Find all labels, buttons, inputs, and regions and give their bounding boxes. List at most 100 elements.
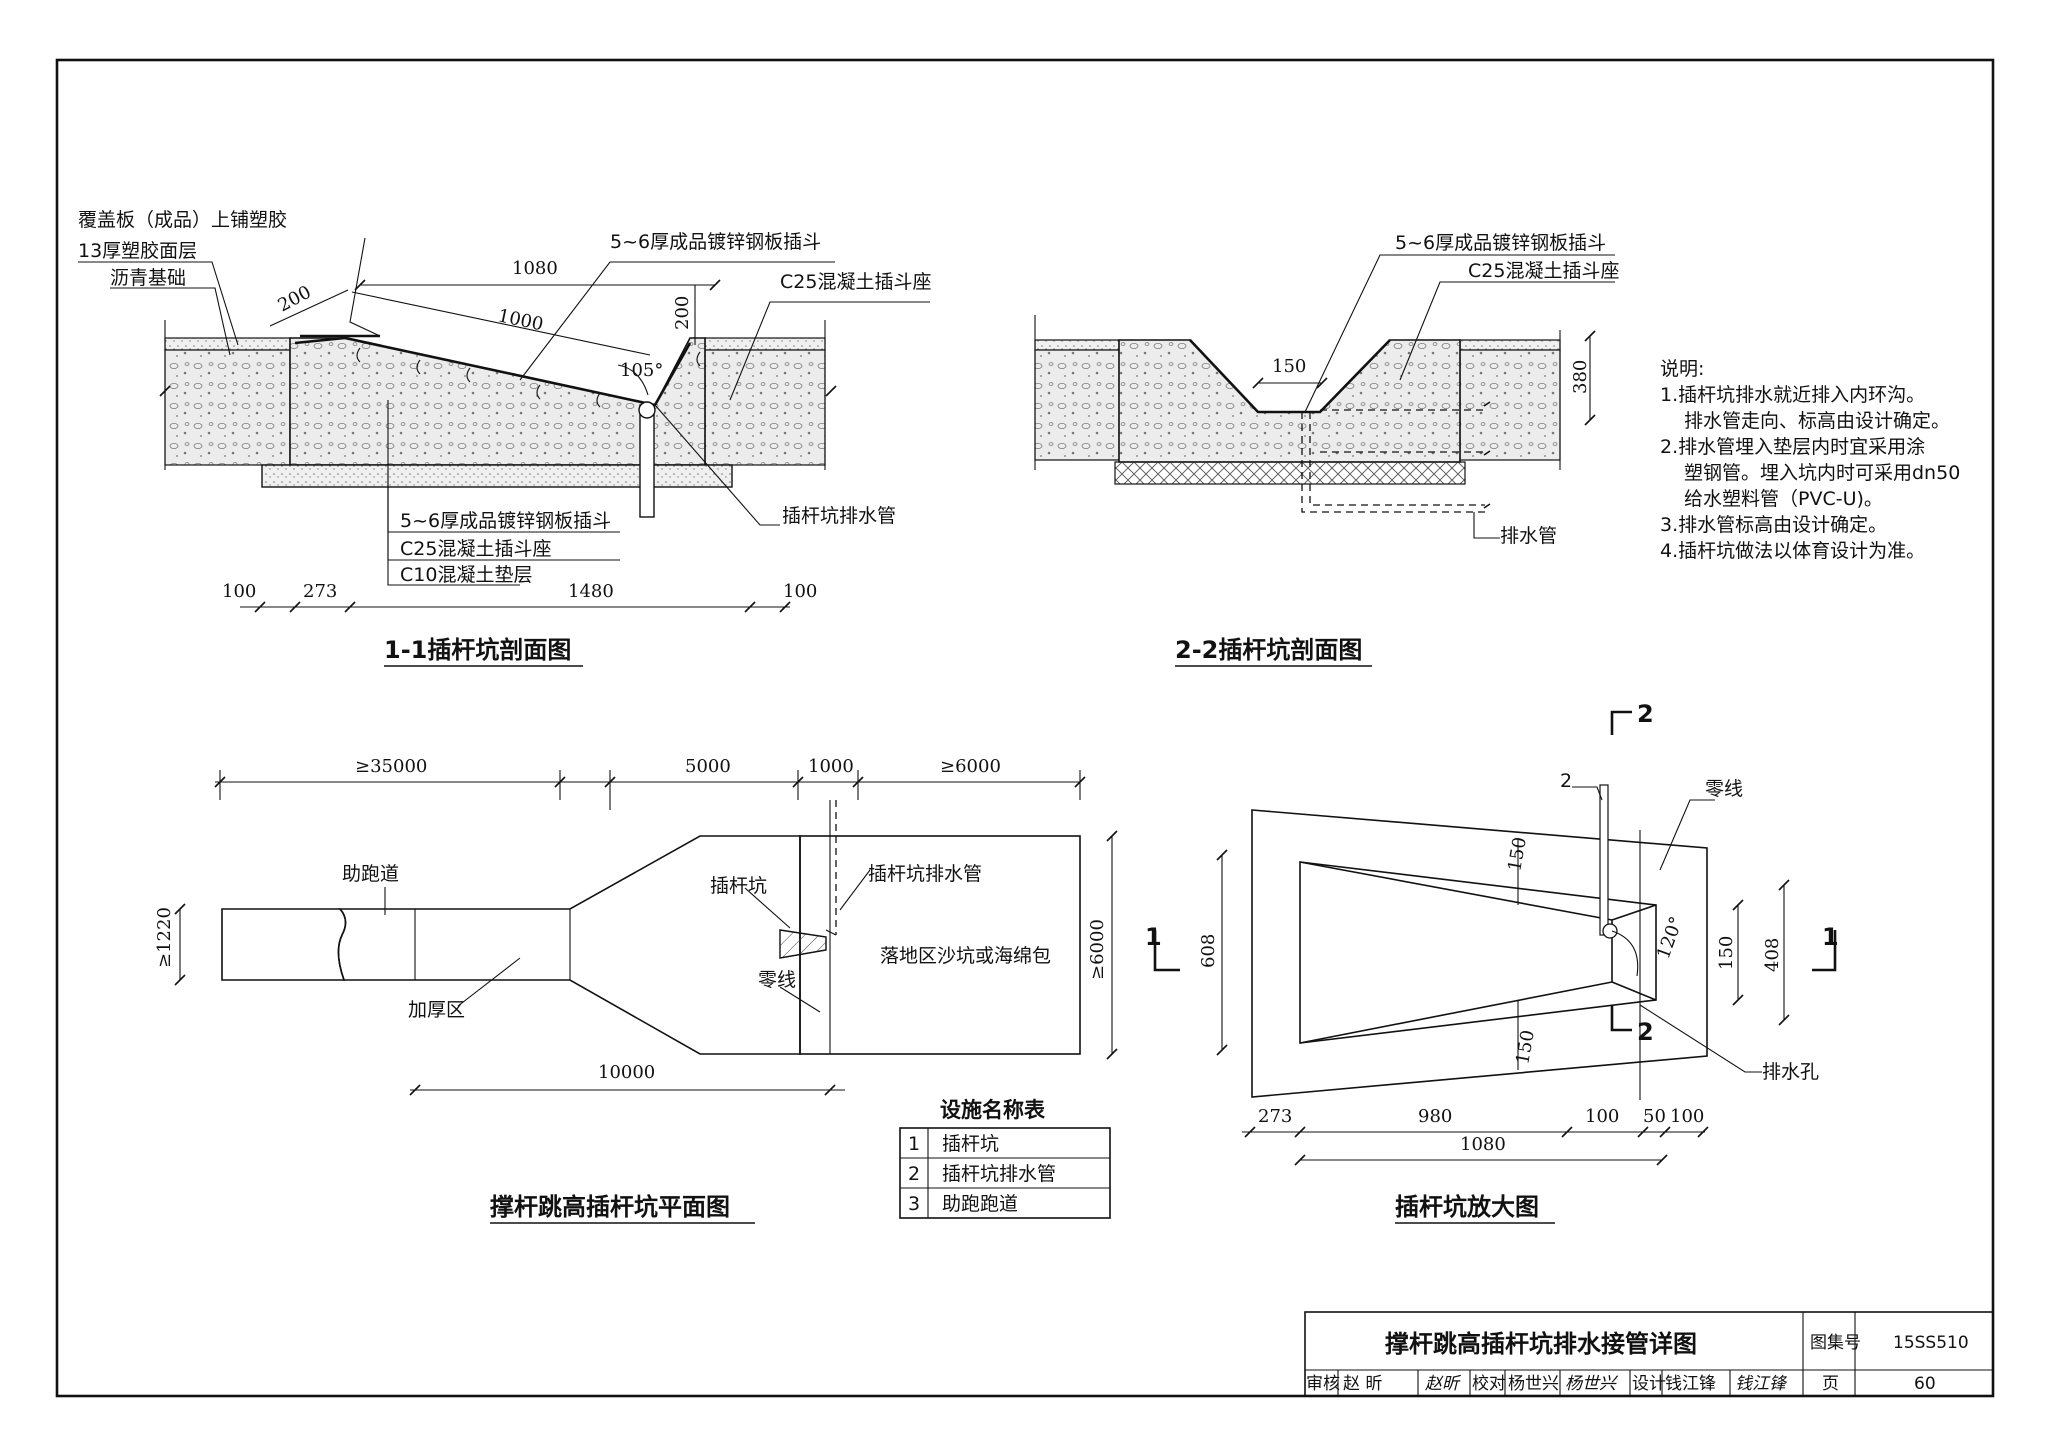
pole-box: [779, 929, 827, 959]
dim-6000-top: ≥6000: [940, 756, 1001, 777]
enlarged-outer-outline: [1251, 809, 1708, 1098]
label-c25-bottom: C25混凝土插斗座: [400, 538, 551, 560]
review-signature: 赵昕: [1425, 1374, 1462, 1394]
sheet-title: 撑杆跳高插杆坑排水接管详图: [1385, 1330, 1697, 1358]
steel-hopper: [294, 336, 692, 407]
drain-pipe-1-1: [639, 404, 655, 518]
section-1-1: 覆盖板（成品）上铺塑胶 13厚塑胶面层 沥青基础 5~6厚成品镀锌钢板插斗 C2…: [78, 209, 931, 667]
dim-200a: 200: [274, 282, 314, 317]
label-drain-2: 排水管: [1500, 525, 1557, 547]
drain-pipe-2: [1309, 412, 1485, 506]
legend-row-2-no: 2: [908, 1163, 920, 1185]
notes-heading: 说明:: [1660, 358, 1704, 380]
note-line-1: 1.插杆坑排水就近排入内环沟。: [1660, 384, 1925, 406]
dim-enl-50: 50: [1643, 1106, 1666, 1127]
label-sec2-small: 2: [1560, 770, 1572, 792]
enlarged-drain-hole: [1602, 923, 1618, 939]
label-drain-plan: 插杆坑排水管: [868, 863, 982, 885]
dim-b100a: 100: [222, 581, 256, 602]
drain-hole-1-1: [638, 401, 656, 419]
label-c25-2: C25混凝土插斗座: [1468, 260, 1619, 282]
label-landing: 落地区沙坑或海绵包: [880, 945, 1051, 967]
dim-380: 380: [1570, 360, 1591, 394]
note-line-6: 3.排水管标高由设计确定。: [1660, 514, 1887, 536]
note-line-2: 排水管走向、标高由设计确定。: [1684, 410, 1950, 432]
label-zero-enlarged: 零线: [1705, 778, 1743, 800]
legend-row-3-no: 3: [908, 1193, 920, 1215]
dim-150-top: 150: [1504, 835, 1531, 872]
label-hopper-top: 5~6厚成品镀锌钢板插斗: [610, 231, 821, 253]
legend-table: 设施名称表 1 插杆坑 2 插杆坑排水管 3 助跑跑道: [899, 1098, 1111, 1219]
label-hopper-2: 5~6厚成品镀锌钢板插斗: [1395, 232, 1606, 254]
dim-35000: ≥35000: [355, 756, 427, 777]
section-mark-2-top: [1610, 710, 1632, 735]
section-2-2: 5~6厚成品镀锌钢板插斗 C25混凝土插斗座 排水管 150 380 2-2插杆…: [1034, 232, 1619, 667]
title-enlarged: 插杆坑放大图: [1395, 1193, 1539, 1221]
steel-hopper-2: [1189, 339, 1391, 414]
label-asphalt: 沥青基础: [110, 267, 186, 289]
label-drain-pipe: 插杆坑排水管: [782, 505, 896, 527]
thickening-zone-outline: [337, 835, 801, 1055]
section-mark-1-left: [1153, 930, 1180, 972]
legend-row-2-name: 插杆坑排水管: [942, 1163, 1056, 1185]
label-thick-zone: 加厚区: [408, 999, 465, 1021]
title-section-1-1: 1-1插杆坑剖面图: [384, 636, 571, 664]
runway-outline: [221, 908, 347, 981]
review-label: 审核: [1306, 1374, 1340, 1394]
dim-10000: 10000: [598, 1062, 655, 1083]
label-drain-hole: 排水孔: [1762, 1061, 1819, 1083]
legend-row-1-name: 插杆坑: [942, 1133, 999, 1155]
legend-row-3-name: 助跑跑道: [942, 1193, 1018, 1215]
enlarged-pit: 2 2 2 零线 1 1 排水孔 150 608 120° 150 408 15…: [1145, 700, 1839, 1224]
anchor-hooks: [356, 347, 701, 408]
label-sec2-top: 2: [1637, 700, 1654, 728]
dim-200b: 200: [672, 296, 693, 330]
atlas-number: 15SS510: [1893, 1333, 1969, 1353]
note-line-3: 2.排水管埋入垫层内时宜采用涂: [1660, 436, 1925, 458]
dim-enl-100b: 100: [1670, 1106, 1704, 1127]
dim-enl-100: 100: [1585, 1106, 1619, 1127]
label-zero-plan: 零线: [758, 969, 796, 991]
label-sec1-right: 1: [1822, 923, 1839, 951]
dim-b273: 273: [303, 581, 337, 602]
label-hopper-bottom: 5~6厚成品镀锌钢板插斗: [400, 510, 611, 532]
asphalt-layer-left: [164, 349, 291, 466]
dim-enl-273: 273: [1258, 1106, 1292, 1127]
enlarged-drain-pipe: [1599, 784, 1609, 936]
dim-b100b: 100: [783, 581, 817, 602]
label-cover: 覆盖板（成品）上铺塑胶: [78, 209, 287, 231]
rubber-layer-right: [704, 337, 826, 351]
dim-enl-1080: 1080: [1460, 1134, 1506, 1155]
asphalt-layer-2-left: [1034, 349, 1120, 461]
legend-heading: 设施名称表: [940, 1098, 1046, 1122]
design-label: 设计: [1632, 1374, 1666, 1394]
label-pit: 插杆坑: [710, 875, 767, 897]
c10-cushion-layer: [261, 464, 733, 488]
asphalt-layer-2-right: [1459, 349, 1561, 461]
dim-6000-side: ≥6000: [1087, 919, 1108, 980]
section-mark-2-bottom: [1610, 1005, 1632, 1032]
review-name: 赵 昕: [1343, 1374, 1382, 1394]
check-label: 校对: [1472, 1374, 1506, 1394]
dim-1080: 1080: [512, 258, 558, 279]
label-runway: 助跑道: [342, 863, 399, 885]
dim-150-2: 150: [1272, 356, 1306, 377]
notes: 说明: 1.插杆坑排水就近排入内环沟。 排水管走向、标高由设计确定。 2.排水管…: [1660, 358, 1960, 562]
design-name: 钱江锋: [1665, 1374, 1716, 1394]
title-block: 撑杆跳高插杆坑排水接管详图 图集号 15SS510 审核 赵 昕 赵昕 校对 杨…: [1304, 1311, 1994, 1397]
label-rubber: 13厚塑胶面层: [78, 240, 197, 262]
asphalt-layer-right: [704, 349, 826, 466]
design-signature: 钱江锋: [1735, 1374, 1788, 1394]
dim-angle-105: 105°: [620, 360, 663, 381]
dim-608: 608: [1198, 934, 1219, 968]
dim-1220: ≥1220: [154, 907, 175, 968]
dim-150-bot: 150: [1512, 1028, 1539, 1065]
check-name: 杨世兴: [1508, 1374, 1559, 1394]
title-plan: 撑杆跳高插杆坑平面图: [490, 1193, 730, 1221]
rubber-layer-2-right: [1459, 339, 1561, 351]
enlarged-hopper-lines: [1299, 861, 1657, 1044]
dim-1000-plan: 1000: [808, 756, 854, 777]
page-label: 页: [1822, 1374, 1839, 1394]
dim-408: 408: [1762, 938, 1783, 972]
cushion-layer-2: [1114, 461, 1466, 485]
